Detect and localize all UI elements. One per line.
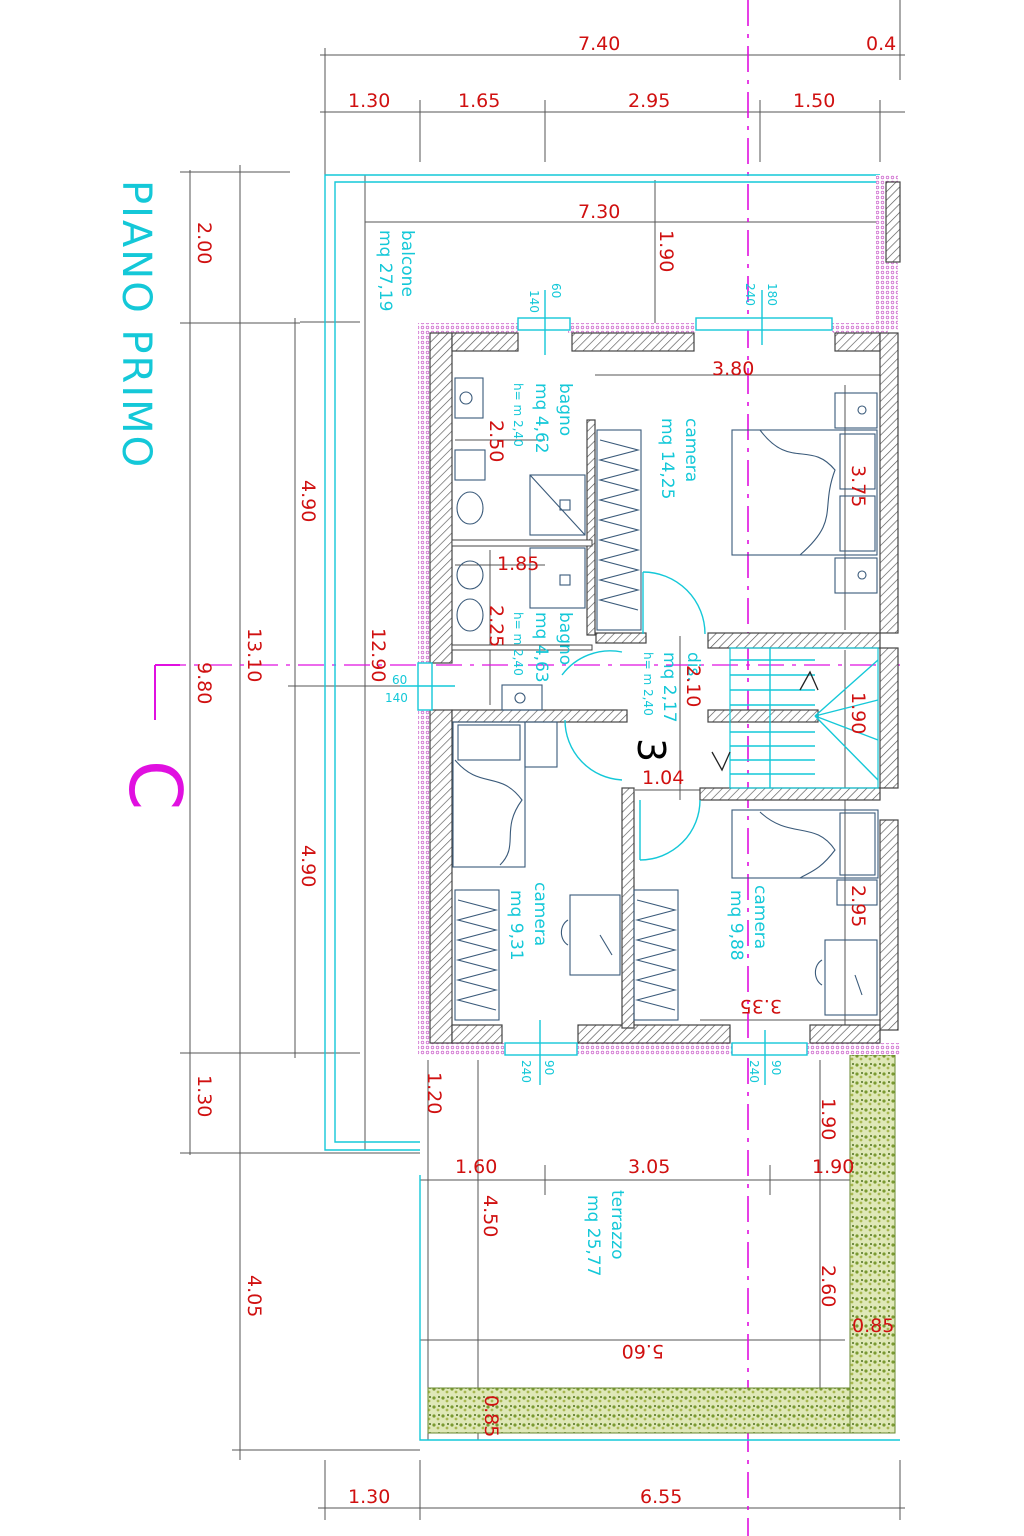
room-bagno2-height: h= m 2,40	[511, 612, 525, 676]
plan-title: PIANO PRIMO	[113, 180, 159, 469]
stairs	[711, 647, 879, 789]
dim-terrace-h: 0.85	[480, 1395, 502, 1437]
dim-left-2: 4.90	[297, 480, 319, 522]
window-bot1-height: 240	[519, 1060, 533, 1083]
dim-left-inner: 12.90	[367, 628, 389, 682]
dim-top-total: 7.40	[578, 33, 620, 55]
dim-terrace-b: 1.60	[455, 1156, 497, 1178]
dim-dis-width: 2.10	[682, 665, 704, 707]
dim-terrace-e: 1.90	[812, 1156, 854, 1178]
dim-left-sub: 9.80	[193, 662, 215, 704]
dim-terrace-d: 1.90	[817, 1098, 839, 1140]
window-left-width: 60	[392, 673, 407, 687]
room-camera2-area: mq 9,31	[506, 890, 526, 961]
room-bagno1-area: mq 4,62	[531, 383, 551, 454]
axis-lines	[154, 0, 900, 1536]
dim-camera3-width: 3.35	[740, 995, 782, 1017]
window-top1-height: 140	[527, 290, 541, 313]
dim-left-bottom: 4.05	[243, 1275, 265, 1317]
room-bagno2-area: mq 4,63	[531, 612, 551, 683]
dim-left-4: 1.30	[193, 1075, 215, 1117]
window-bot1-width: 90	[542, 1060, 556, 1075]
dimension-texts: 7.40 0.4 1.30 1.65 2.95 1.50 7.30 1.90 2…	[193, 33, 896, 1508]
room-dis-height: h= m 2,40	[641, 652, 655, 716]
balcony-outline	[324, 174, 880, 1151]
dim-terrace-g: 0.85	[852, 1315, 894, 1337]
room-camera3-name: camera	[750, 885, 770, 949]
dim-top-1: 1.30	[348, 90, 390, 112]
dim-balcone-width: 7.30	[578, 201, 620, 223]
dim-bagno2-width: 1.85	[497, 553, 539, 575]
stair-number: 3	[629, 738, 673, 762]
room-labels: balcone mq 27,19 bagno mq 4,62 h= m 2,40…	[375, 230, 770, 1276]
window-top2-height: 240	[743, 283, 757, 306]
window-bot2-width: 90	[769, 1060, 783, 1075]
dim-top-3: 2.95	[628, 90, 670, 112]
window-left-height: 140	[385, 691, 408, 705]
room-dis-area: mq 2,17	[659, 652, 679, 723]
dim-left-3: 4.90	[297, 845, 319, 887]
room-terrazzo-name: terrazzo	[607, 1190, 627, 1259]
dim-left-1: 2.00	[193, 222, 215, 264]
opening-labels: 60 140 180 240 60 140 90 240 90 240	[385, 283, 783, 1083]
dim-stair-depth: 1.90	[847, 692, 869, 734]
room-balcone-name: balcone	[397, 230, 417, 297]
room-balcone-area: mq 27,19	[375, 230, 395, 311]
room-terrazzo-area: mq 25,77	[583, 1195, 603, 1276]
furniture	[452, 377, 879, 1021]
dim-bagno2-depth: 2.25	[485, 605, 507, 647]
dim-balcone-depth: 1.90	[655, 230, 677, 272]
dim-camera1-depth: 3.75	[847, 465, 869, 507]
dim-terrace-c: 3.05	[628, 1156, 670, 1178]
dim-top-4: 1.50	[793, 90, 835, 112]
dim-terrace-f: 2.60	[817, 1265, 839, 1307]
doors	[561, 571, 706, 861]
dim-camera1-width: 3.80	[712, 358, 754, 380]
dim-top-extra: 0.4	[866, 33, 896, 55]
dim-bottom-2: 6.55	[640, 1486, 682, 1508]
walls	[418, 175, 901, 1055]
window-top2-width: 180	[765, 283, 779, 306]
room-camera2-name: camera	[530, 882, 550, 946]
dim-camera3-depth: 2.95	[847, 885, 869, 927]
terrace	[419, 1054, 900, 1441]
windows	[400, 290, 833, 1085]
dim-terrace-width: 5.60	[622, 1340, 664, 1362]
dim-terrace-depth: 4.50	[479, 1195, 501, 1237]
window-bot2-height: 240	[747, 1060, 761, 1083]
dim-left-total: 13.10	[243, 628, 265, 682]
room-camera1-name: camera	[681, 418, 701, 482]
dim-bottom-1: 1.30	[348, 1486, 390, 1508]
room-dis-name: dis.	[683, 652, 703, 682]
section-marker: C	[113, 760, 197, 810]
dim-top-2: 1.65	[458, 90, 500, 112]
dimension-lines	[180, 0, 905, 1520]
dim-dis-depth: 1.04	[642, 767, 684, 789]
dim-terrace-a: 1.20	[423, 1072, 445, 1114]
window-top1-width: 60	[549, 283, 563, 298]
room-camera1-area: mq 14,25	[657, 418, 677, 499]
room-bagno1-height: h= m 2,40	[511, 383, 525, 447]
room-bagno1-name: bagno	[555, 383, 575, 436]
dim-bagno1-depth: 2.50	[485, 420, 507, 462]
room-bagno2-name: bagno	[555, 612, 575, 665]
room-camera3-area: mq 9,88	[726, 890, 746, 961]
